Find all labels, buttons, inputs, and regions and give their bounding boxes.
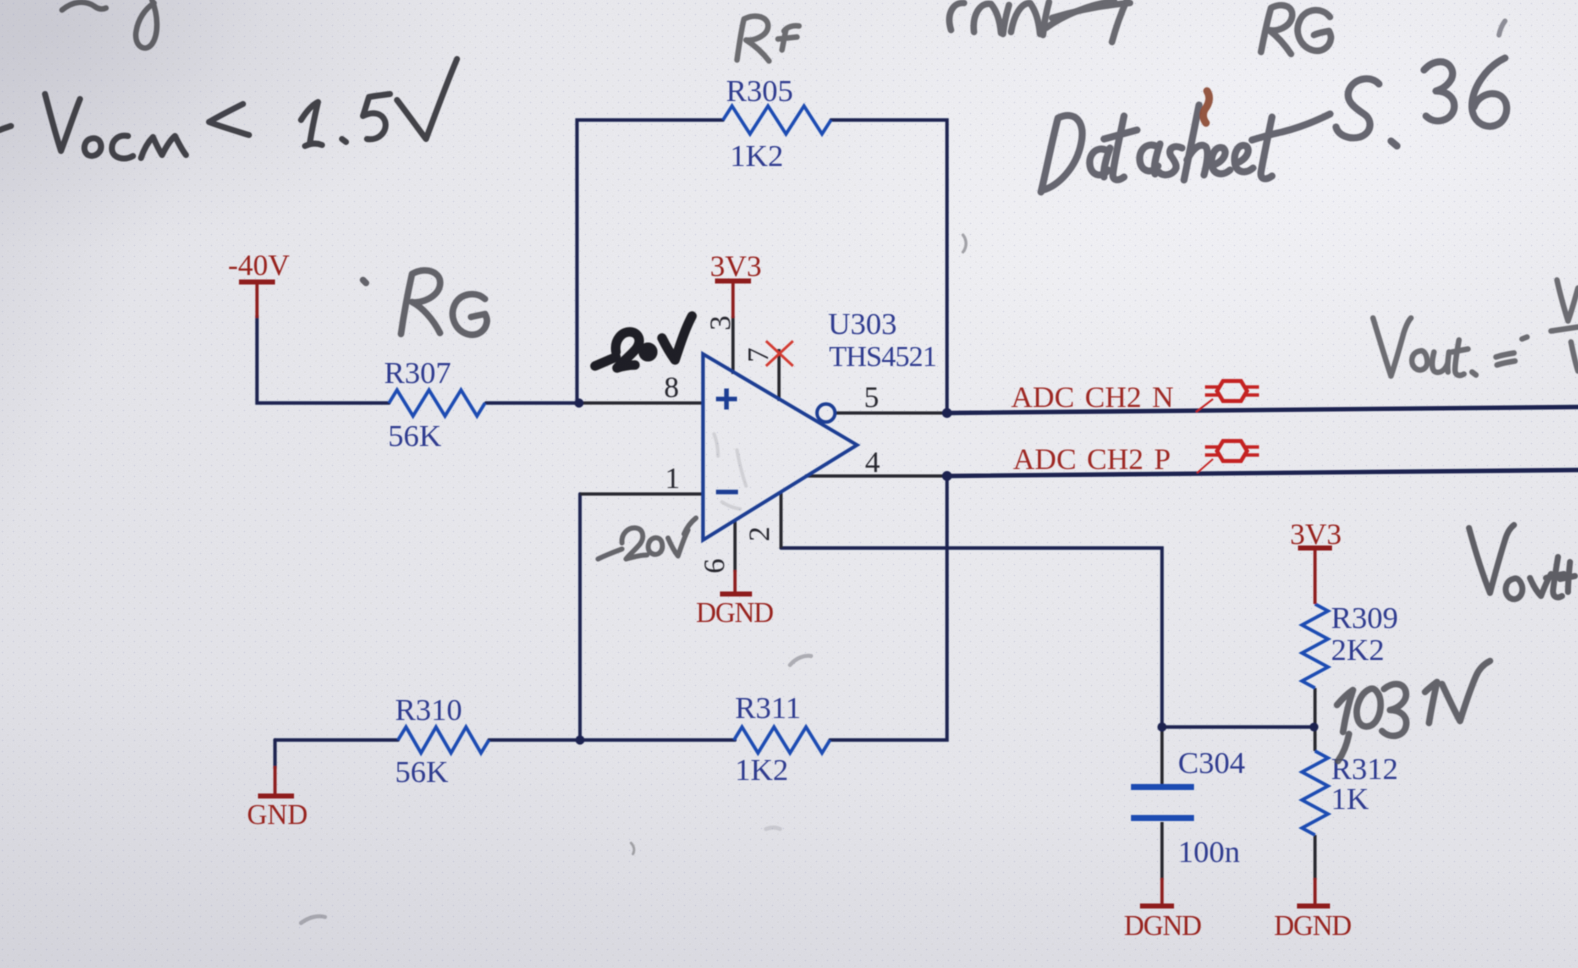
svg-text:1K: 1K (1331, 781, 1370, 816)
svg-text:7: 7 (742, 348, 775, 363)
svg-text:R311: R311 (735, 690, 801, 725)
svg-text:ADC CH2 N: ADC CH2 N (1011, 381, 1174, 414)
svg-text:DGND: DGND (1124, 911, 1202, 942)
svg-text:2K2: 2K2 (1331, 632, 1384, 667)
svg-text:56K: 56K (388, 418, 442, 453)
svg-text:R307: R307 (384, 355, 451, 390)
svg-text:1K2: 1K2 (735, 752, 788, 787)
svg-text:DGND: DGND (1274, 911, 1352, 942)
svg-text:56K: 56K (395, 754, 449, 789)
svg-text:8: 8 (664, 371, 679, 404)
svg-text:GND: GND (247, 800, 308, 831)
svg-text:3V3: 3V3 (1290, 518, 1342, 551)
svg-text:6: 6 (698, 559, 731, 574)
svg-text:C304: C304 (1178, 745, 1246, 780)
svg-text:DGND: DGND (696, 598, 774, 629)
svg-text:5: 5 (864, 381, 879, 414)
svg-text:R309: R309 (1331, 600, 1398, 635)
svg-text:1K2: 1K2 (730, 138, 783, 173)
svg-text:3: 3 (704, 316, 737, 331)
svg-text:4: 4 (865, 446, 880, 479)
svg-text:100n: 100n (1178, 834, 1241, 869)
svg-text:3V3: 3V3 (710, 250, 762, 283)
svg-text:R310: R310 (395, 692, 462, 727)
svg-text:R305: R305 (726, 73, 793, 108)
svg-text:U303: U303 (828, 306, 897, 341)
svg-text:-40V: -40V (228, 249, 290, 282)
svg-text:THS4521: THS4521 (829, 341, 936, 373)
svg-text:1: 1 (665, 462, 680, 495)
svg-text:2: 2 (743, 527, 776, 542)
svg-text:ADC CH2 P: ADC CH2 P (1013, 443, 1171, 476)
